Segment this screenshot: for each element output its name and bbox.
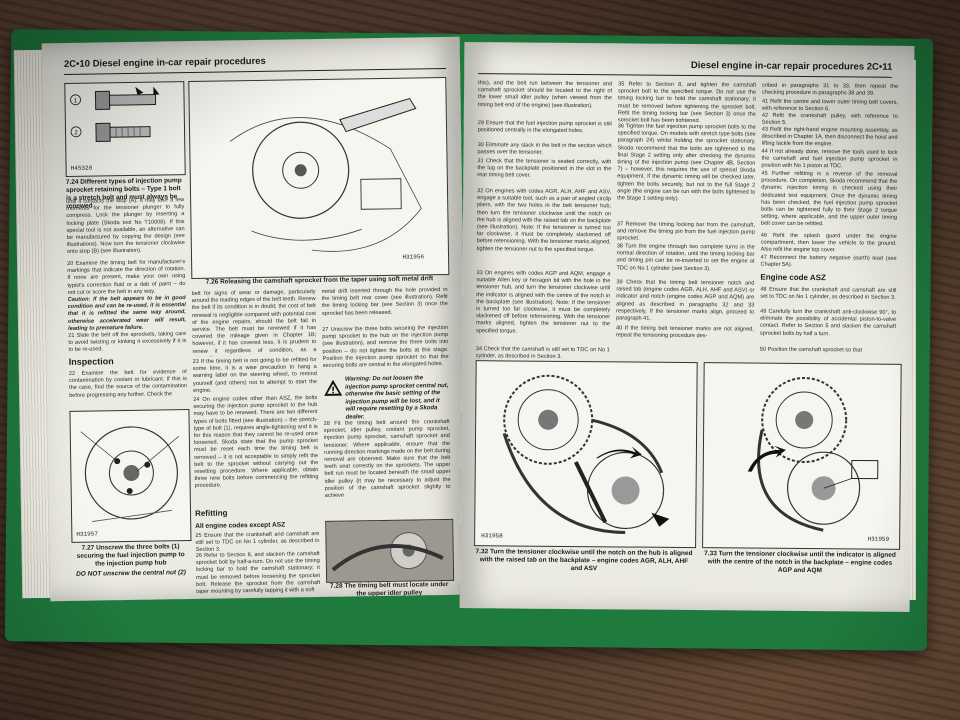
figure-id: H45320 <box>70 164 93 172</box>
figure-id: H31957 <box>76 530 99 538</box>
body-text: 43 Refit the right-hand engine mounting … <box>761 126 898 148</box>
body-text: metal drift inserted through the hole pr… <box>321 286 448 317</box>
left-page: 2C•10 Diesel engine in-car repair proced… <box>41 36 469 602</box>
body-text: 26 Refer to Section 8, and slacken the c… <box>195 551 321 595</box>
right-page: Diesel engine in-car repair procedures 2… <box>459 42 915 612</box>
warning-icon <box>324 379 343 396</box>
body-text: 45 Further refitting is a reverse of the… <box>760 170 898 228</box>
body-text: this), and the belt run between the tens… <box>477 80 613 109</box>
body-text: 25 Ensure that the crankshaft and camsha… <box>195 531 320 553</box>
body-text: until it contacts the stop (A). It may t… <box>66 197 185 256</box>
body-text: 27 Unscrew the three bolts securing the … <box>322 324 449 369</box>
engine-drift-illustration <box>229 97 422 252</box>
body-text: 24 On engine codes other than ASZ, the b… <box>193 395 319 490</box>
body-text: 40 If the timing belt tensioner marks ar… <box>615 325 755 340</box>
bolt-illustration: 1 2 <box>70 86 160 142</box>
body-text: 22 Examine the belt for evidence of cont… <box>68 369 188 399</box>
body-text: 23 If the timing belt is not going to be… <box>192 357 318 394</box>
body-text: 29 Ensure that the fuel injection pump s… <box>477 120 612 135</box>
body-text: 39 Check that the timing belt tensioner … <box>616 279 755 322</box>
figure-7-26: H31956 <box>188 76 450 279</box>
body-text: 32 On engines with codes AGR, ALH, AHF a… <box>476 188 612 253</box>
right-page-header: Diesel engine in-car repair procedures 2… <box>690 60 893 73</box>
body-text: 50 Position the camshaft sprocket so tha… <box>759 346 863 354</box>
warning-text: Warning: Do not loosen the injection pum… <box>344 375 449 421</box>
body-text: 20 Examine the timing belt for manufactu… <box>67 259 186 296</box>
figure-7-24: 1 2 H45320 <box>64 81 186 177</box>
header-rule <box>478 73 893 78</box>
figure-caption: 7.32 Turn the tensioner clockwise until … <box>475 548 693 573</box>
figure-7-33: H31959 <box>702 362 902 550</box>
figure-caption: 7.27 Unscrew the three bolts (1) securin… <box>76 543 185 568</box>
body-text: 44 If not already done, remove the tools… <box>761 148 898 170</box>
body-text: 31 Check that the tensioner is seated co… <box>477 158 612 180</box>
tensioner-agp-illustration <box>747 377 879 532</box>
body-text: cribed in paragraphs 31 to 33, then repe… <box>762 82 899 97</box>
caution-text: Caution: If the belt appears to be in go… <box>67 295 187 332</box>
marker-2: 2 <box>74 130 78 136</box>
subheading: All engine codes except ASZ <box>195 521 286 530</box>
figure-id: H31956 <box>402 253 425 261</box>
section-heading: Engine code ASZ <box>760 272 826 283</box>
figure-note: DO NOT unscrew the central nut (2) <box>76 569 186 578</box>
body-text: 28 Fit the timing belt around the cranks… <box>323 418 451 499</box>
figure-id: H31959 <box>867 535 890 543</box>
figure-7-32: H31958 <box>474 360 698 549</box>
body-text: 49 Carefully turn the crankshaft anti-cl… <box>759 308 897 337</box>
left-page-header: 2C•10 Diesel engine in-car repair proced… <box>63 55 266 70</box>
body-text: 48 Ensure that the crankshaft and camsha… <box>760 286 897 302</box>
marker-1: 1 <box>74 98 78 104</box>
body-text: 33 On engines with codes AGP and AQM, en… <box>475 270 611 335</box>
body-text: belt for signs of wear or damage, partic… <box>191 289 317 357</box>
body-text: 35 Refer to Section 8, and tighten the c… <box>617 81 757 123</box>
figure-caption: 7.33 Turn the tensioner clockwise until … <box>704 550 896 575</box>
body-text: 30 Eliminate any slack in the belt in th… <box>477 142 612 156</box>
timing-belt-photo <box>326 519 454 582</box>
body-text: 37 Remove the timing locking bar from th… <box>616 221 755 242</box>
body-text: 41 Refit the centre and lower outer timi… <box>761 98 898 113</box>
body-text: 46 Refit the splash guard under the engi… <box>760 232 897 254</box>
body-text: 36 Tighten the fuel injection pump sproc… <box>617 123 756 202</box>
figure-7-27: H31957 <box>69 409 192 543</box>
tensioner-agr-illustration <box>502 374 670 534</box>
pump-hub-illustration <box>80 426 180 522</box>
figure-id: H31958 <box>481 532 503 540</box>
section-heading: Refitting <box>194 508 228 518</box>
body-text: 47 Reconnect the battery negative (earth… <box>760 254 897 269</box>
section-heading: Inspection <box>68 356 114 367</box>
body-text: 42 Refit the crankshaft pulley, with ref… <box>761 112 898 127</box>
figure-7-28-photo <box>325 518 455 583</box>
body-text: 21 Slide the belt off the sprockets, tak… <box>68 331 187 354</box>
body-text: 38 Turn the engine through two complete … <box>616 243 755 272</box>
